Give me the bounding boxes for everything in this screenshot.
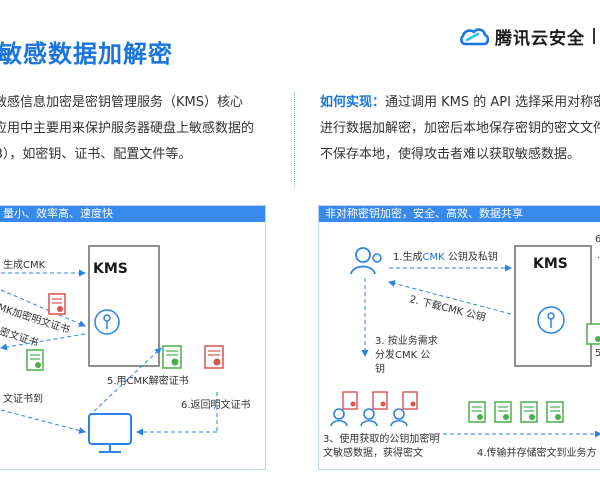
- arrow-decrypt: [88, 347, 162, 417]
- symmetric-panel: 量小、效率高、速度快 KMS 生成CMK MK加密明文证书 密文证书 文证书到 …: [0, 205, 266, 470]
- right-intro-line: 进行数据加解密，加密后本地保存密钥的密文文件: [320, 121, 600, 136]
- arrow-to-server: [0, 409, 86, 434]
- brand-logo: 腾讯云安全 云: [458, 22, 600, 50]
- brand-separator: [593, 28, 595, 44]
- left-intro-line: 敏感信息加密是密钥管理服务（KMS）核心: [0, 95, 243, 110]
- left-intro-line: 应用中主要用来保护服务器硬盘上敏感数据的: [0, 121, 255, 136]
- right-intro: 如何实现：通过调用 KMS 的 API 选择采用对称密 进行数据加解密，加密后本…: [320, 90, 600, 168]
- cloud-logo-icon: [460, 28, 490, 46]
- asymmetric-diagram: KMS 1.生成CMK 公钥及私钥 2. 下载CMK 公钥 3. 按业务需求 分…: [323, 234, 600, 459]
- label-edge-dot: .: [597, 250, 600, 261]
- label-distribute-2: 分发CMK 公: [375, 348, 430, 361]
- monitor-icon: [88, 413, 132, 453]
- cert-green-icon: [162, 345, 182, 369]
- users-cert-icon: [330, 391, 358, 427]
- arrow-encrypt: [0, 289, 86, 327]
- label-return: 6.返回明文证书: [181, 398, 251, 411]
- cert-green-icon: [520, 401, 538, 423]
- cert-red-icon: [48, 293, 66, 315]
- symmetric-diagram: KMS 生成CMK MK加密明文证书 密文证书 文证书到 5.用CMK解密证书 …: [0, 245, 251, 453]
- label-generate: 1.生成CMK 公钥及私钥: [393, 250, 498, 263]
- kms-box: [88, 245, 160, 367]
- label-send: 文证书到: [3, 392, 43, 405]
- left-intro: 敏感信息加密是密钥管理服务（KMS）核心 应用中主要用来保护服务器硬盘上敏感数据…: [0, 90, 268, 168]
- cert-green-icon: [586, 323, 600, 345]
- label-distribute-3: 钥: [375, 362, 385, 375]
- label-cipher: 密文证书: [0, 324, 40, 349]
- label-encrypt-1: 3、使用获取的公钥加密明: [323, 432, 439, 445]
- user-icon: [350, 247, 382, 275]
- label-encrypt-2: 文敏感数据，获得密文: [323, 446, 423, 459]
- users-cert-icon: [360, 391, 388, 427]
- cert-green-icon: [26, 349, 44, 371]
- cert-red-icon: [204, 345, 224, 369]
- key-icon: [94, 309, 120, 335]
- symmetric-panel-header: 量小、效率高、速度快: [0, 206, 265, 222]
- arrow-download: [388, 280, 512, 315]
- how-label: 如何实现：: [320, 95, 386, 110]
- users-cert-icon: [390, 391, 418, 427]
- label-generate: 生成CMK: [3, 258, 46, 271]
- asymmetric-panel: 非对称密钥加密，安全、高效、数据共享 KMS 1.生成CMK 公钥及私钥 2. …: [318, 205, 600, 470]
- label-edge-5: 5.: [595, 348, 600, 359]
- key-icon: [537, 306, 565, 334]
- kms-label: KMS: [93, 261, 128, 277]
- brand-name: 腾讯云安全: [495, 28, 585, 49]
- label-transmit: 4.传输并存储密文到业务方: [477, 446, 597, 459]
- cert-green-icon: [546, 401, 564, 423]
- right-intro-line: 不保存本地，使得攻击者难以获取敏感数据。: [320, 147, 581, 162]
- column-divider: [294, 92, 295, 188]
- cert-green-icon: [468, 401, 486, 423]
- cert-green-icon: [494, 401, 512, 423]
- label-edge-6: 6.: [595, 234, 600, 245]
- label-distribute-1: 3. 按业务需求: [375, 334, 438, 347]
- kms-box: [514, 245, 592, 367]
- asymmetric-panel-header: 非对称密钥加密，安全、高效、数据共享: [319, 206, 600, 222]
- arrow-cipher: [0, 333, 86, 351]
- right-intro-line: 通过调用 KMS 的 API 选择采用对称密: [385, 95, 600, 110]
- left-intro-line: B），如密钥、证书、配置文件等。: [0, 147, 192, 162]
- label-decrypt: 5.用CMK解密证书: [107, 374, 189, 387]
- page-title: 敏感数据加解密: [0, 40, 173, 68]
- kms-label: KMS: [533, 256, 568, 272]
